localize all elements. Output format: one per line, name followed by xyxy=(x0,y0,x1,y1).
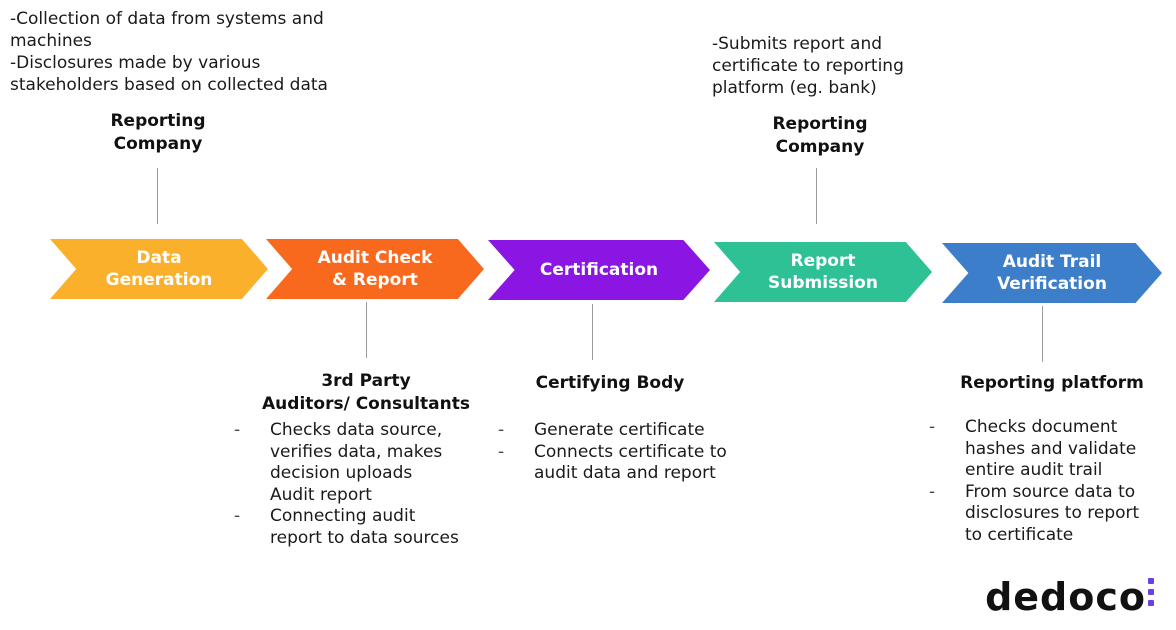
list-item-line: Checks data source, xyxy=(270,420,443,440)
note-report-submission: -Submits report and certificate to repor… xyxy=(712,33,904,99)
connector-line xyxy=(366,302,367,358)
connector-line xyxy=(1042,306,1043,362)
list-item: - Connects certificate to audit data and… xyxy=(496,442,727,485)
list-item: - From source data to disclosures to rep… xyxy=(927,482,1139,547)
actor-line: Reporting xyxy=(772,114,868,134)
connector-line xyxy=(816,168,817,224)
list-item: - Generate certificate xyxy=(496,420,727,442)
actor-third-party-auditors: 3rd Party Auditors/ Consultants xyxy=(246,370,486,416)
certifier-tasks-list: - Generate certificate - Connects certif… xyxy=(496,420,727,485)
note-line: -Disclosures made by various xyxy=(10,53,261,73)
step-label: Certification xyxy=(539,260,659,280)
actor-line: Company xyxy=(775,137,865,157)
step-label: Verification xyxy=(997,274,1107,294)
list-item: - Connecting audit report to data source… xyxy=(232,506,459,549)
list-item-line: Connecting audit xyxy=(270,506,416,526)
actor-line: 3rd Party xyxy=(321,371,411,391)
note-line: -Collection of data from systems and xyxy=(10,9,324,29)
actor-line: Reporting platform xyxy=(960,373,1144,393)
connector-line xyxy=(592,304,593,360)
logo-dots-icon xyxy=(1148,576,1154,608)
list-item-line: verifies data, makes xyxy=(270,441,443,462)
platform-tasks-list: - Checks document hashes and validate en… xyxy=(927,417,1139,546)
actor-line: Auditors/ Consultants xyxy=(262,394,470,414)
list-item-line: hashes and validate xyxy=(965,438,1137,459)
actor-reporting-company-1: Reporting Company xyxy=(58,110,258,156)
note-line: machines xyxy=(10,31,92,51)
list-item-line: Generate certificate xyxy=(534,420,705,440)
step-audit-trail-verification: Audit Trail Verification xyxy=(942,243,1162,303)
step-label: & Report xyxy=(332,270,418,290)
step-report-submission: Report Submission xyxy=(714,242,932,302)
step-label: Submission xyxy=(768,273,878,293)
list-item-line: audit data and report xyxy=(534,463,716,483)
actor-line: Certifying Body xyxy=(535,373,685,393)
note-line: stakeholders based on collected data xyxy=(10,75,328,95)
list-item-line: report to data sources xyxy=(270,527,459,548)
list-item: - Checks data source, verifies data, mak… xyxy=(232,420,459,506)
list-item: - Checks document hashes and validate en… xyxy=(927,417,1139,482)
list-item-line: Connects certificate to xyxy=(534,441,727,462)
step-label: Data xyxy=(136,248,182,268)
note-line: platform (eg. bank) xyxy=(712,78,877,98)
logo-text: dedoco xyxy=(985,575,1146,619)
list-item-line: entire audit trail xyxy=(965,460,1103,480)
list-item-line: From source data to xyxy=(965,481,1136,502)
step-label: Audit Check xyxy=(317,248,433,268)
step-audit-check-report: Audit Check & Report xyxy=(266,239,484,299)
bullet-marker: - xyxy=(929,481,936,502)
step-label: Report xyxy=(790,251,856,271)
bullet-marker: - xyxy=(498,420,505,440)
dedoco-logo: dedoco xyxy=(985,575,1154,619)
bullet-marker: - xyxy=(234,420,241,440)
actor-reporting-platform: Reporting platform xyxy=(940,372,1164,395)
list-item-line: decision uploads xyxy=(270,463,413,483)
step-data-generation: Data Generation xyxy=(50,239,268,299)
list-item-line: Audit report xyxy=(270,484,372,505)
step-certification: Certification xyxy=(488,240,710,300)
step-label: Audit Trail xyxy=(1002,252,1102,272)
bullet-marker: - xyxy=(498,441,505,462)
list-item-line: to certificate xyxy=(965,524,1074,545)
step-label: Generation xyxy=(105,270,213,290)
list-item-line: Checks document xyxy=(965,417,1118,437)
actor-certifying-body: Certifying Body xyxy=(500,372,720,395)
bullet-marker: - xyxy=(929,417,936,437)
auditor-tasks-list: - Checks data source, verifies data, mak… xyxy=(232,420,459,549)
list-item-line: disclosures to report xyxy=(965,503,1140,523)
note-line: certificate to reporting xyxy=(712,56,904,76)
note-data-generation: -Collection of data from systems and mac… xyxy=(10,8,328,96)
connector-line xyxy=(157,168,158,224)
bullet-marker: - xyxy=(234,506,241,526)
actor-line: Company xyxy=(113,134,203,154)
actor-reporting-company-2: Reporting Company xyxy=(720,113,920,159)
actor-line: Reporting xyxy=(110,111,206,131)
note-line: -Submits report and xyxy=(712,34,883,54)
